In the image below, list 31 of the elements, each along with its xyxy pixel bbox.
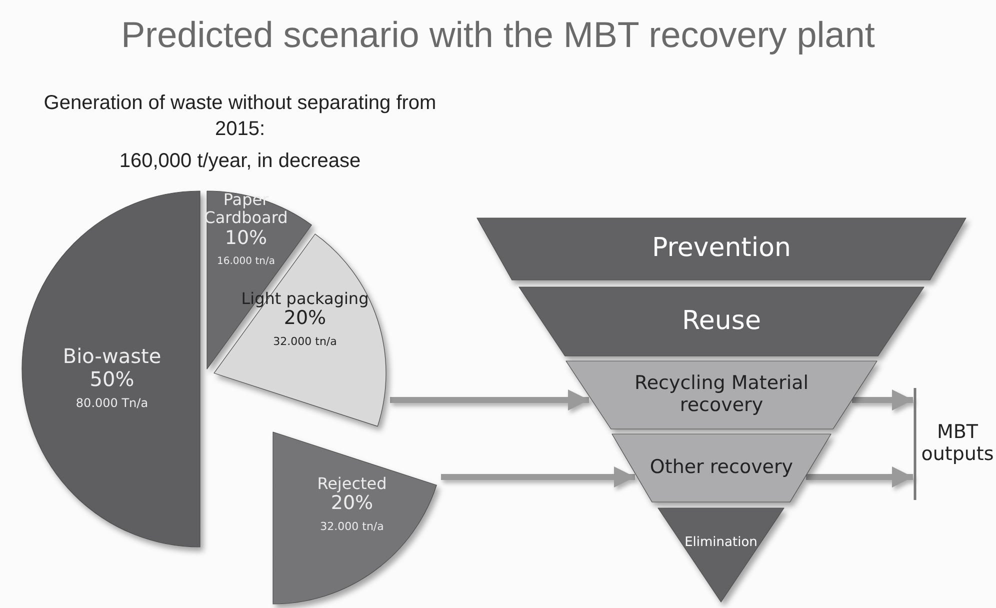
hierarchy-level (566, 361, 877, 429)
level-label: MBT outputs (921, 422, 994, 466)
percentage-label: 50% (88, 368, 136, 391)
percentage-label: 20% (330, 493, 374, 516)
arrow (806, 466, 913, 488)
level-label: Reuse (682, 306, 761, 336)
percentage-label: 10% (224, 228, 268, 250)
title: Predicted scenario with the MBT recovery plant (120, 14, 876, 56)
level-label: Other recovery (650, 457, 794, 479)
level-label: Elimination (684, 536, 758, 552)
bracketed-label (913, 388, 994, 500)
tonnage-label: 80.000 Tn/a (74, 397, 150, 411)
tonnage-label: 16.000 tn/a (216, 256, 276, 268)
hierarchy-level (658, 508, 784, 602)
pie-slice (22, 191, 200, 547)
level-label: Recycling Material recovery (633, 373, 810, 417)
hierarchy-level (519, 287, 924, 356)
hierarchy-level (612, 434, 831, 502)
category-label: Rejected (316, 475, 388, 494)
arrow (441, 466, 635, 488)
tonnage-label: 32.000 tn/a (319, 521, 385, 534)
tonnage-label: 32.000 tn/a (272, 336, 338, 349)
arrow (390, 390, 589, 410)
heading-note: Generation of waste without separating from 2015: (42, 91, 438, 142)
percentage-label: 20% (282, 308, 326, 330)
arrow (852, 390, 913, 410)
hierarchy-level (477, 218, 966, 280)
heading-note: 160,000 t/year, in decrease (118, 149, 362, 174)
pie-slice (273, 432, 437, 604)
level-label: Prevention (652, 234, 791, 264)
category-label: Bio-waste (62, 345, 162, 368)
